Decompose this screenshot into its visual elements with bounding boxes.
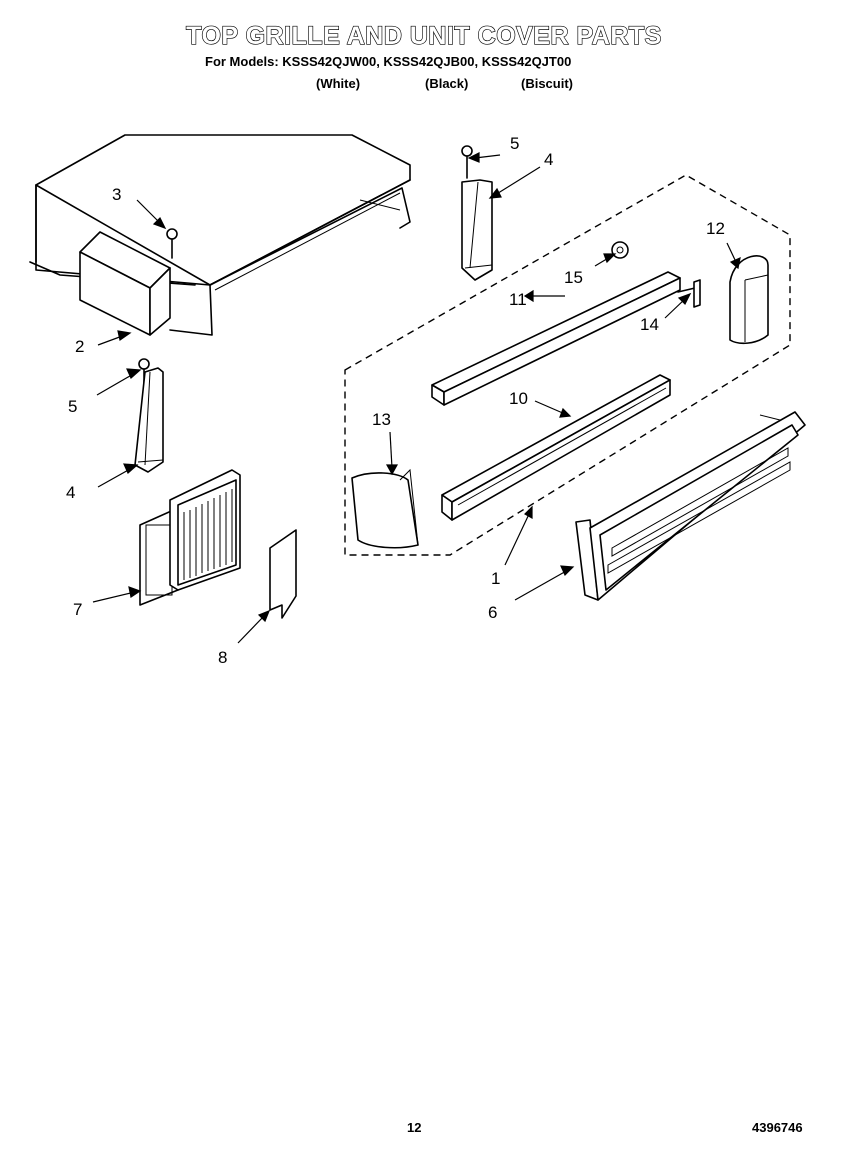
part-5-screw-left <box>138 358 150 386</box>
callout-8: 8 <box>218 648 228 667</box>
callout-5-left: 5 <box>68 397 78 416</box>
page-title: TOP GRILLE AND UNIT COVER PARTS <box>185 21 662 50</box>
part-14-screw <box>677 279 701 308</box>
leader-lines <box>92 152 741 644</box>
part-13-end-cap <box>351 468 419 549</box>
part-6-top-grille <box>575 411 806 601</box>
part-5-screw-top <box>461 145 473 179</box>
callout-15: 15 <box>564 268 583 287</box>
callout-3: 3 <box>112 185 122 204</box>
callout-4-left: 4 <box>66 483 76 502</box>
color-label-black: (Black) <box>425 76 469 91</box>
callout-4-top: 4 <box>544 150 554 169</box>
models-subtitle: For Models: KSSS42QJW00, KSSS42QJB00, KS… <box>205 54 572 69</box>
color-label-biscuit: (Biscuit) <box>521 76 573 91</box>
callout-14: 14 <box>640 315 659 334</box>
callout-13: 13 <box>372 410 391 429</box>
part-4-bracket-top <box>461 179 493 281</box>
part-3-screw <box>166 228 178 259</box>
part-8-insulation <box>269 529 297 619</box>
callout-6: 6 <box>488 603 498 622</box>
part-11-rail <box>431 271 681 406</box>
document-number: 4396746 <box>752 1120 803 1135</box>
part-15-nut <box>611 241 629 259</box>
callout-1: 1 <box>491 569 501 588</box>
color-label-white: (White) <box>316 76 361 91</box>
callout-5-top: 5 <box>510 134 520 153</box>
part-10-rail <box>441 374 671 521</box>
part-7-filter <box>139 469 241 606</box>
callout-11: 11 <box>509 290 527 309</box>
part-2-box <box>79 231 171 336</box>
unit-housing <box>29 134 411 336</box>
callout-10: 10 <box>509 389 528 408</box>
page-number: 12 <box>407 1120 422 1135</box>
callout-7: 7 <box>73 600 83 619</box>
part-4-bracket-left <box>134 367 164 473</box>
callout-2: 2 <box>75 337 85 356</box>
callout-12: 12 <box>706 219 725 238</box>
part-12-end-cap <box>729 255 769 345</box>
